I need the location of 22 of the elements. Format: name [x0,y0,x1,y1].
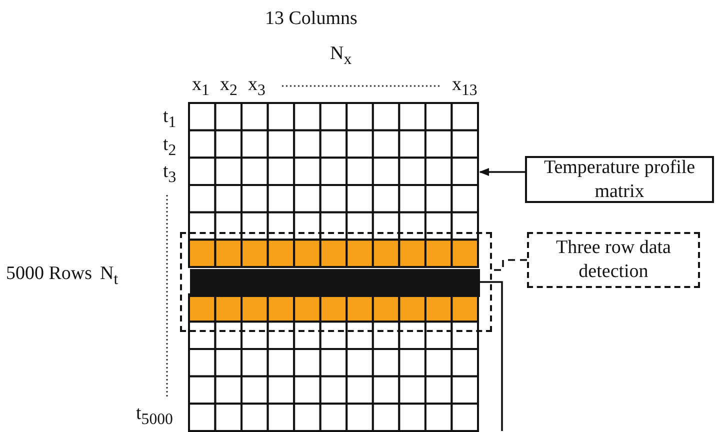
arrow [479,168,525,176]
label-box [525,156,714,203]
axis-title: 5000 Rows [6,263,92,285]
column-label: x$_{13}$ [452,74,478,101]
row-label: t$_{3}$ [163,161,176,188]
axis-title: 13 Columns [265,8,358,30]
row-label: t$_{2}$ [163,134,176,161]
row-label: t$_{1}$ [163,106,176,133]
box-label: Three row data detection [555,236,672,284]
matrix-grid [188,102,479,432]
column-label: x$_{3}$ [248,74,266,101]
axis-symbol: N$_{x}$ [330,43,352,70]
box-label: Temperature profile matrix [542,156,696,204]
row-label: t$_{5000}$ [136,403,173,430]
connector-line [480,281,503,431]
dashed-selection-frame [180,232,492,332]
connector-line [492,259,527,271]
column-label: x$_{1}$ [192,74,210,101]
axis-symbol: N$_{t}$ [100,263,118,290]
dashed-label-box [527,232,700,288]
column-label: x$_{2}$ [220,74,238,101]
highlighted-row [190,269,480,297]
